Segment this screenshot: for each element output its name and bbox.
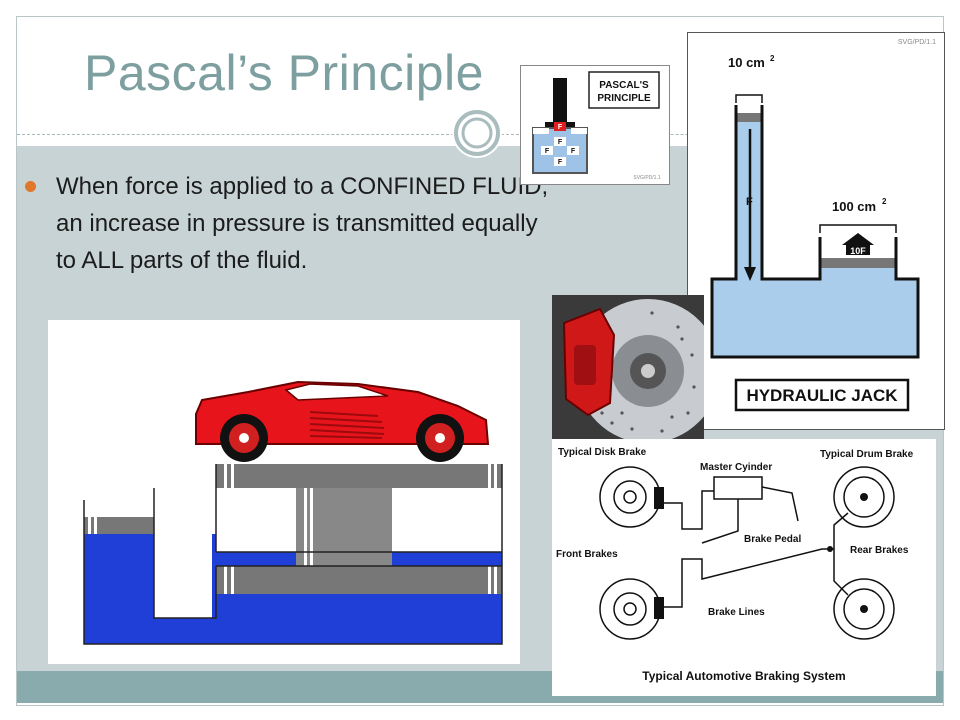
area-exponent: 2 bbox=[770, 54, 775, 63]
drum-brake-label: Typical Drum Brake bbox=[820, 449, 914, 460]
disc-brake-photo bbox=[552, 295, 704, 439]
pascal-principle-diagram: PASCAL'S PRINCIPLE F F F F F SVG/PD/1.1 bbox=[520, 65, 670, 185]
braking-system-caption: Typical Automotive Braking System bbox=[642, 669, 845, 683]
force-symbol: F bbox=[558, 159, 563, 166]
pascal-label-line1: PASCAL'S bbox=[599, 80, 649, 91]
large-piston-area: 100 cm bbox=[832, 199, 876, 214]
output-force-label: 10F bbox=[850, 246, 866, 256]
small-piston-area: 10 cm bbox=[728, 55, 765, 70]
input-force-label: F bbox=[746, 196, 753, 208]
force-symbol: F bbox=[545, 148, 550, 155]
brake-pedal-label: Brake Pedal bbox=[744, 534, 801, 545]
rear-brakes-label: Rear Brakes bbox=[850, 545, 909, 556]
bullet-list: When force is applied to a CONFINED FLUI… bbox=[22, 168, 552, 279]
braking-system-diagram: Typical Disk Brake Master Cyinder Typica… bbox=[552, 439, 936, 696]
front-brakes-label: Front Brakes bbox=[556, 549, 618, 560]
bullet-dot-icon bbox=[25, 181, 36, 192]
pascal-credit: SVG/PD/1.1 bbox=[633, 175, 660, 181]
car-lift-illustration bbox=[48, 320, 520, 664]
disk-brake-label: Typical Disk Brake bbox=[558, 447, 647, 458]
bullet-item: When force is applied to a CONFINED FLUI… bbox=[22, 168, 552, 279]
pascal-label-line2: PRINCIPLE bbox=[597, 93, 651, 104]
force-symbol: F bbox=[571, 148, 576, 155]
slide-title: Pascal’s Principle bbox=[84, 45, 484, 101]
force-symbol: F bbox=[558, 124, 563, 131]
brake-lines-label: Brake Lines bbox=[708, 607, 765, 618]
force-symbol: F bbox=[558, 139, 563, 146]
area-exponent: 2 bbox=[882, 197, 887, 206]
bullet-text: When force is applied to a CONFINED FLUI… bbox=[56, 173, 549, 274]
sports-car bbox=[195, 380, 490, 462]
ring-icon bbox=[452, 108, 502, 158]
jack-credit: SVG/PD/1.1 bbox=[898, 39, 936, 46]
hydraulic-jack-diagram: SVG/PD/1.1 10 cm 2 F 100 cm 2 10F HYDRAU… bbox=[687, 32, 945, 430]
master-cylinder-label: Master Cyinder bbox=[700, 462, 772, 473]
jack-caption: HYDRAULIC JACK bbox=[746, 386, 898, 405]
